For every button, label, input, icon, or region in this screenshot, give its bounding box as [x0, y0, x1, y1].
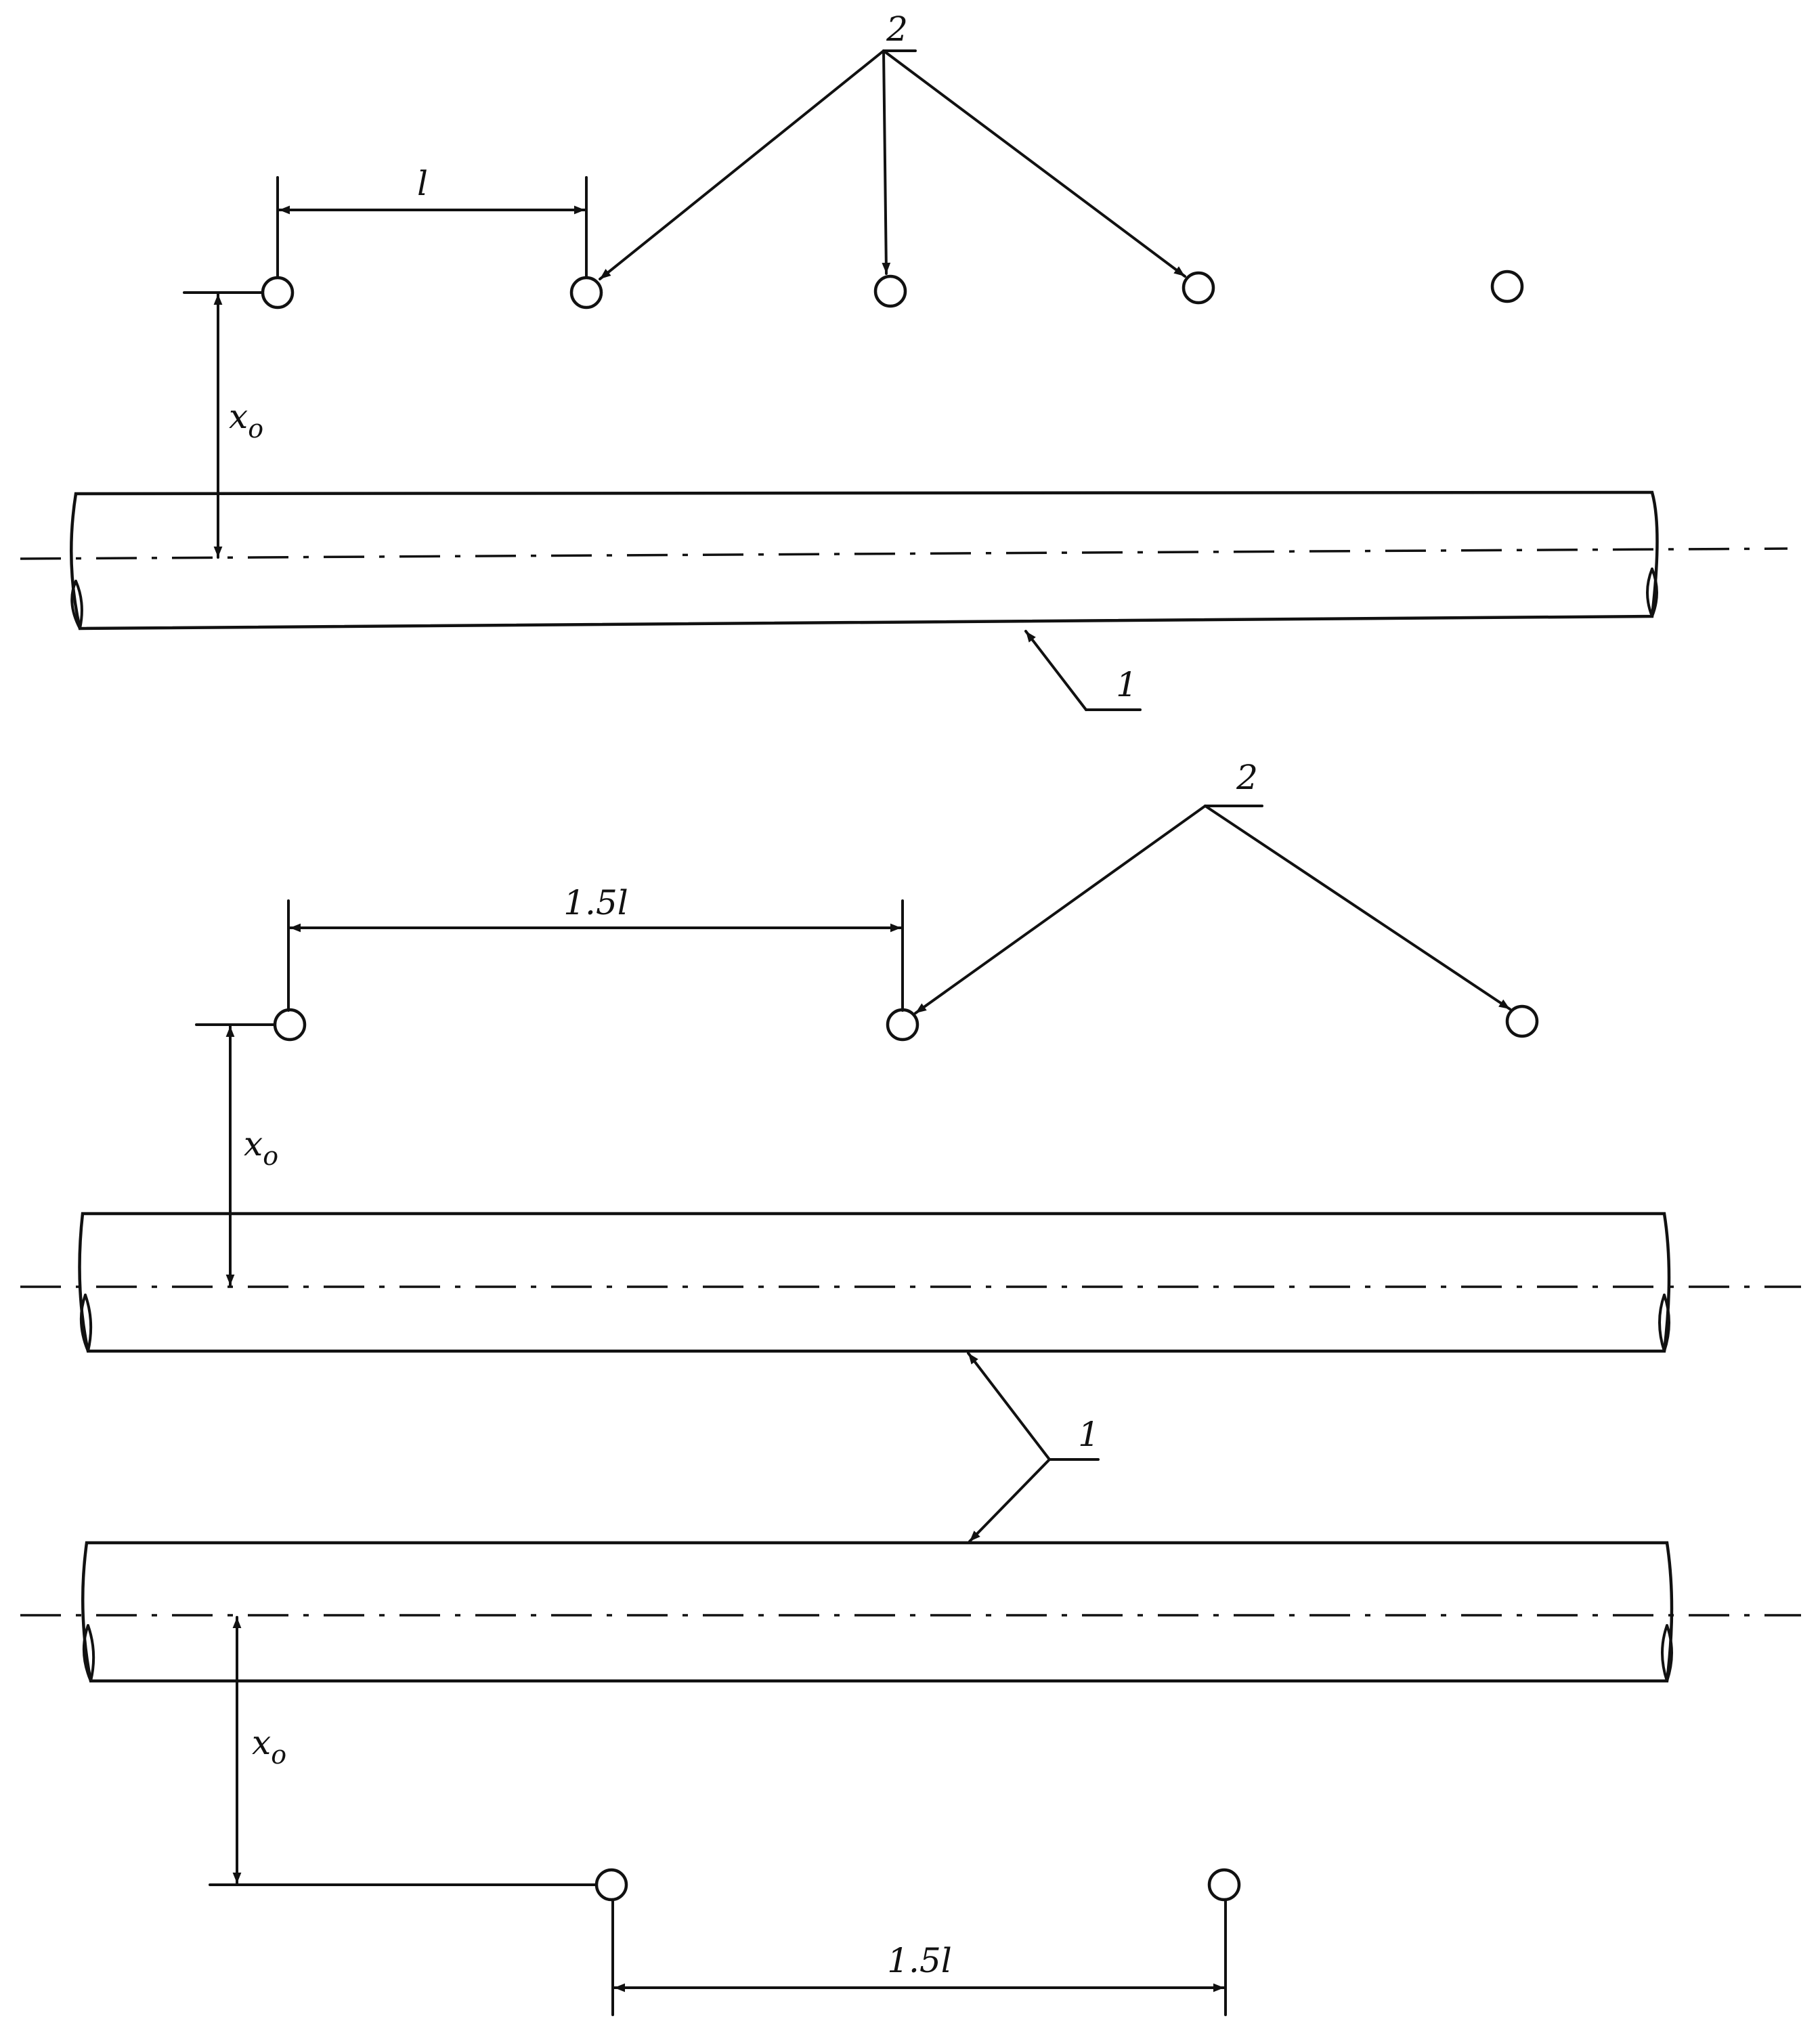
callout-leader [967, 1352, 1051, 1461]
marker-point [261, 276, 295, 310]
pipe-2a [78, 1212, 1671, 1353]
marker-point [1490, 270, 1524, 303]
marker-point [273, 1008, 307, 1042]
callout-leader [882, 49, 1186, 278]
dimension-label-x0: xo [244, 1124, 278, 1171]
callout-leader [968, 1458, 1051, 1543]
pipe-2a-right-end [1658, 1294, 1670, 1352]
dimension-label-1-5l: 1.5l [563, 883, 628, 922]
callout-label-2: 2 [1236, 758, 1258, 797]
pipe-1-centerline [20, 547, 1788, 560]
marker-point [1505, 1004, 1539, 1038]
marker-point [594, 1868, 628, 1902]
callout-label-1: 1 [1078, 1415, 1100, 1454]
callout-leader [1024, 630, 1087, 711]
callout-leader [599, 49, 885, 280]
pipe-1 [70, 490, 1659, 631]
callout-leader [1204, 805, 1511, 1010]
pipe-2b [81, 1541, 1674, 1683]
dimension-label-x0: xo [229, 397, 263, 444]
pipe-2b-left-end [82, 1624, 95, 1682]
pipe-2b-right-end [1661, 1624, 1673, 1682]
dimension-label-x0: xo [252, 1723, 286, 1770]
marker-point [1182, 271, 1215, 305]
marker-point [886, 1008, 919, 1042]
pipe-1-right-end [1646, 568, 1658, 618]
callout-label-1: 1 [1116, 665, 1138, 704]
dimension-label-1-5l: 1.5l [887, 1941, 952, 1980]
callout-label-2: 2 [886, 9, 908, 49]
panel-2: 1.5l xo 2 1 xo 1.5l [20, 758, 1801, 2016]
marker-point [873, 274, 907, 308]
marker-point [569, 276, 603, 310]
callout-leader [914, 805, 1207, 1015]
pipe-1-left-end [70, 580, 83, 630]
marker-point [1207, 1868, 1241, 1902]
callout-leader [882, 49, 891, 275]
pipe-2a-left-end [79, 1294, 93, 1352]
panel-1: l xo 2 1 [20, 9, 1788, 711]
dimension-label-l: l [417, 164, 428, 203]
